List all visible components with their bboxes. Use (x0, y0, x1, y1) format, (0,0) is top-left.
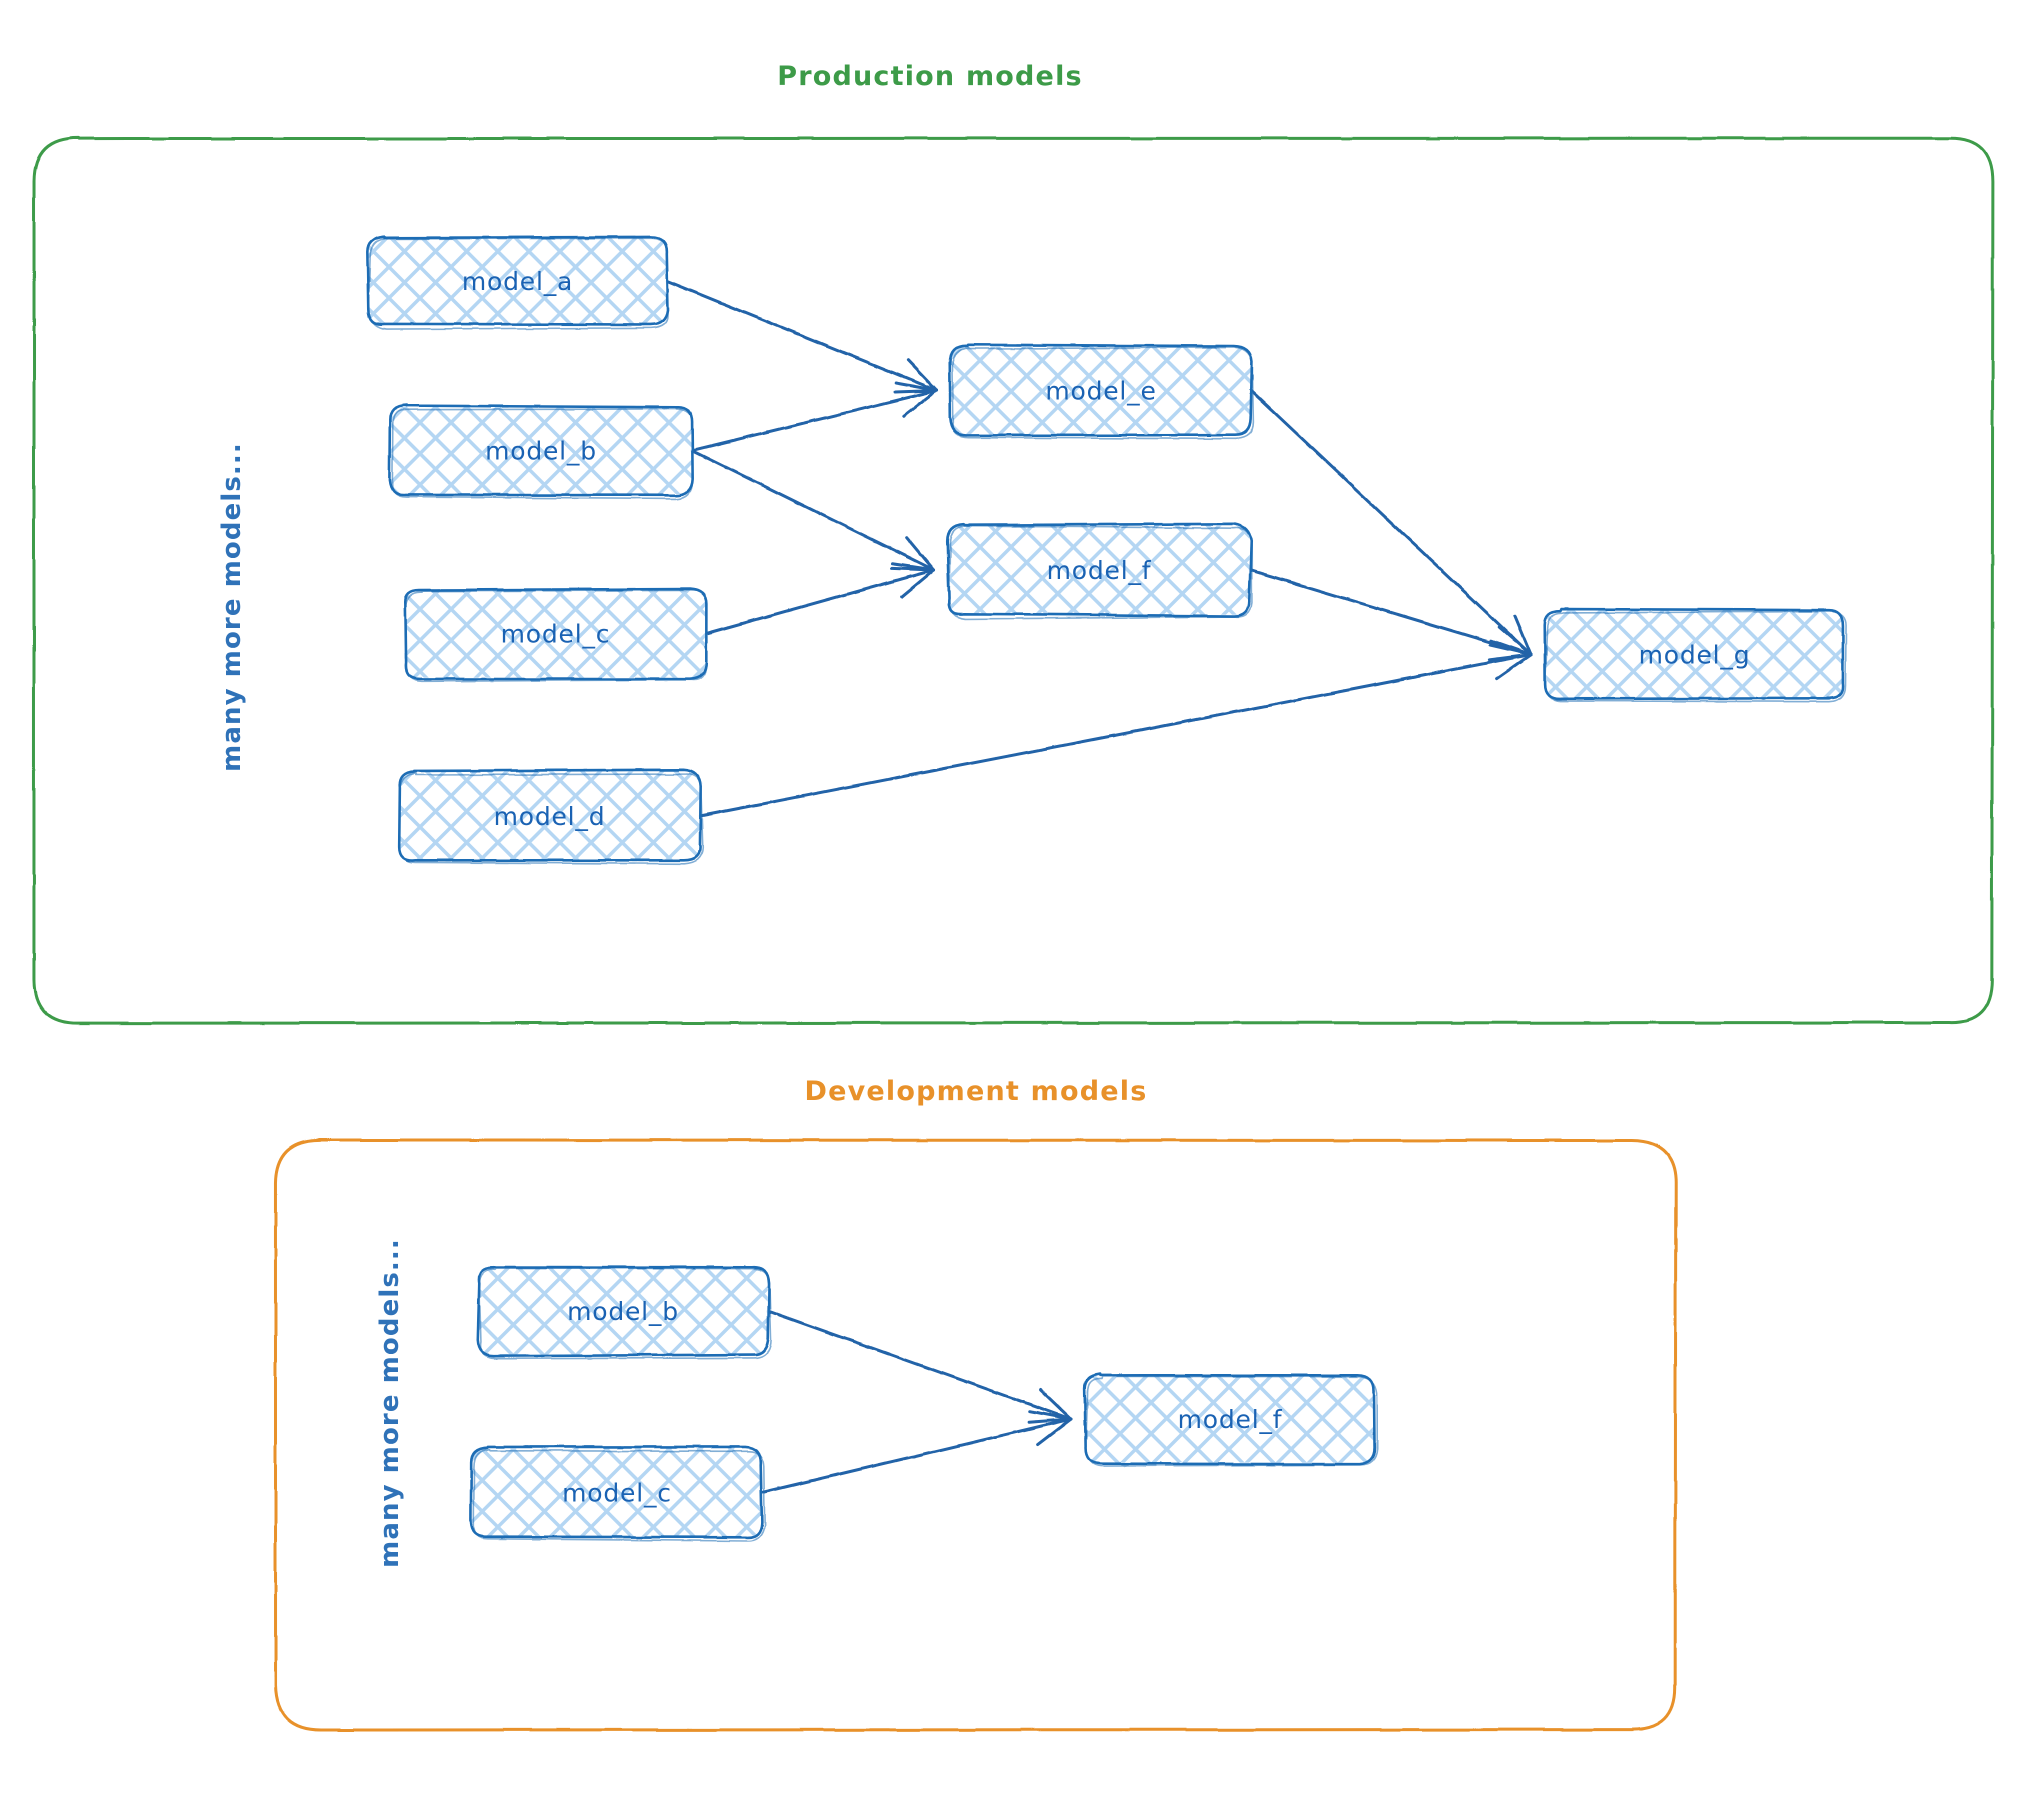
edge-model_a-to-model_e (665, 279, 939, 394)
label-layer: Production models many more models... Deve… (217, 61, 1148, 1568)
node-border-sketch (391, 408, 694, 500)
node-layer: model_a model_b model_c model_d model_emodel… (366, 235, 1847, 1542)
group-title-development: Development models (805, 1076, 1148, 1107)
edge-line (690, 389, 939, 452)
node-label: model_a (462, 267, 573, 296)
edge-model_e-to-model_g (1249, 389, 1533, 656)
node-model_e[interactable]: model_e (948, 343, 1255, 440)
edge-dev_model_c-to-dev_model_f (760, 1409, 1073, 1494)
edge-model_c-to-model_f (704, 562, 936, 635)
node-fill (389, 405, 693, 496)
node-dev_model_f[interactable]: model_f (1083, 1372, 1379, 1467)
node-border-sketch (1084, 1375, 1379, 1467)
edge-line (690, 449, 936, 572)
node-dev_model_b[interactable]: model_b (476, 1265, 772, 1360)
node-label: model_c (501, 620, 611, 649)
edge-line (1249, 389, 1533, 656)
side-label-many-more-models-production: many more models... (217, 442, 247, 772)
edge-line (704, 568, 936, 635)
node-border-sketch (1544, 610, 1847, 703)
node-fill (478, 1266, 769, 1356)
edge-model_b-to-model_f (690, 449, 936, 572)
edge-arrowhead (1028, 1409, 1073, 1447)
group-container-production (32, 136, 1995, 1025)
node-border-sketch (951, 346, 1255, 440)
node-fill (368, 236, 668, 326)
node-fill (471, 1447, 762, 1538)
edge-arrowhead (890, 562, 936, 599)
node-border-sketch (404, 589, 708, 683)
node-border-sketch (398, 772, 704, 865)
edge-arrowhead (1488, 643, 1533, 681)
node-border (948, 343, 1254, 437)
edge-model_d-to-model_g (698, 643, 1533, 818)
node-border-sketch (478, 1267, 772, 1360)
node-label: model_d (494, 802, 606, 831)
side-label-many-more-models-development: many more models... (375, 1238, 405, 1568)
node-model_d[interactable]: model_d (397, 768, 704, 865)
node-dev_model_c[interactable]: model_c (469, 1445, 766, 1542)
node-model_a[interactable]: model_a (366, 235, 670, 330)
edge-line (665, 279, 939, 392)
node-label: model_e (1045, 377, 1156, 406)
edge-layer (665, 279, 1533, 1494)
node-label: model_b (485, 437, 597, 466)
edge-line (760, 1417, 1073, 1494)
node-border (1543, 607, 1845, 701)
node-label: model_f (1047, 556, 1152, 585)
node-fill (398, 770, 700, 862)
node-border-sketch (367, 237, 669, 330)
node-fill (950, 345, 1251, 435)
edge-line (698, 653, 1533, 818)
node-label: model_g (1639, 641, 1751, 670)
node-fill (1085, 1374, 1375, 1463)
edge-model_b-to-model_e (690, 381, 939, 452)
node-fill (947, 524, 1250, 616)
node-fill (404, 588, 707, 678)
node-model_f[interactable]: model_f (945, 522, 1253, 620)
group-title-production: Production models (777, 61, 1083, 92)
node-label: model_b (567, 1297, 679, 1326)
node-label: model_c (562, 1479, 672, 1508)
node-border (397, 768, 702, 862)
edge-dev_model_b-to-dev_model_f (766, 1309, 1073, 1424)
group-containers (32, 136, 1995, 1732)
edge-arrowhead (894, 381, 939, 418)
node-label: model_f (1178, 1405, 1283, 1434)
edge-line (1248, 568, 1533, 656)
node-border-sketch (473, 1448, 766, 1542)
node-border-sketch (948, 525, 1253, 620)
group-container-development (273, 1138, 1678, 1732)
node-model_g[interactable]: model_g (1543, 607, 1847, 703)
node-model_c[interactable]: model_c (404, 587, 708, 683)
node-fill (1545, 609, 1844, 700)
edge-line (766, 1309, 1073, 1421)
node-model_b[interactable]: model_b (388, 403, 694, 500)
